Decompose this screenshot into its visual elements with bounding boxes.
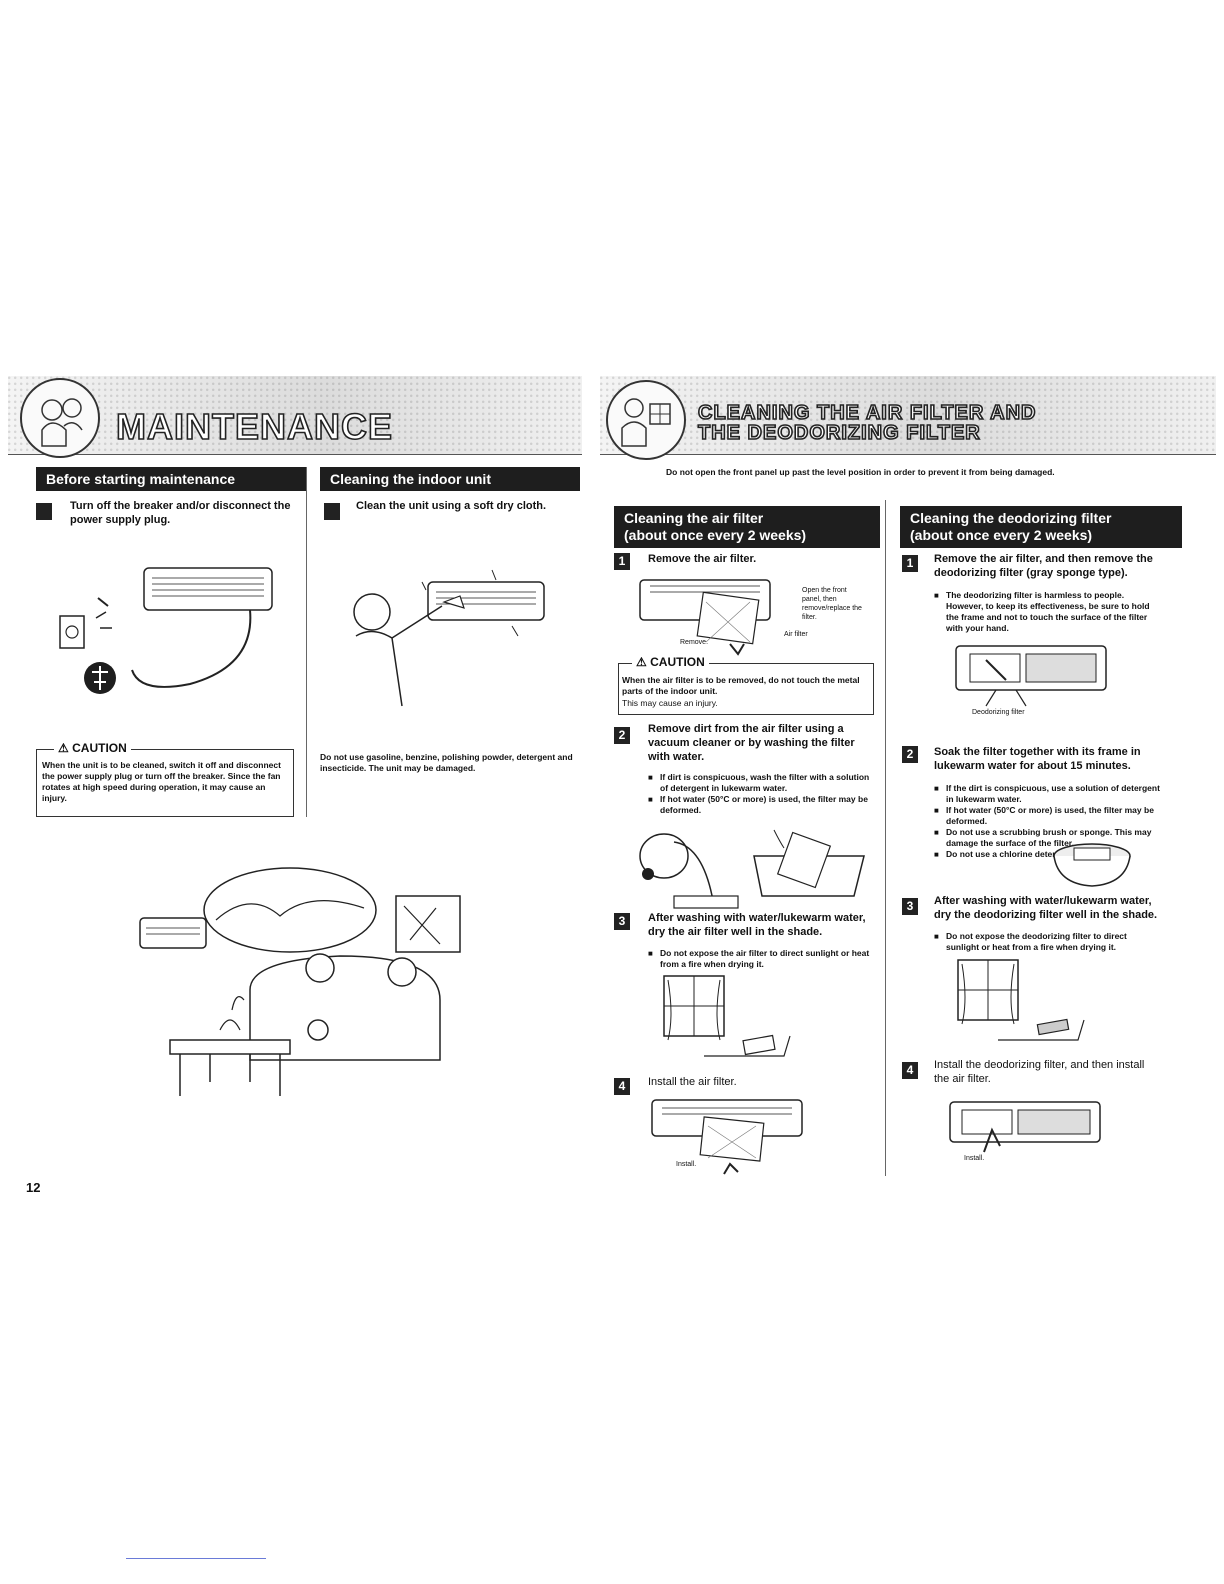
mascot-logo-icon: [20, 378, 100, 458]
deodorizing-step-1: Remove the air filter, and then remove t…: [934, 553, 1153, 579]
family-living-room-illustration: [139, 867, 461, 1096]
step-number: 2: [902, 746, 918, 763]
deodorizing-header-line1: Cleaning the deodorizing filter: [910, 510, 1112, 526]
indoor-unit-step: Clean the unit using a soft dry cloth.: [356, 500, 547, 512]
callout-remove: Remove.: [680, 639, 709, 646]
drying-in-shade-illustration: [663, 975, 791, 1057]
page-number: 12: [26, 1180, 41, 1195]
deodorizing-step-2: Soak the filter together with its frame …: [934, 746, 1141, 772]
air-filter-caution-text2: This may cause an injury.: [622, 698, 718, 708]
callout-install: Install.: [676, 1161, 697, 1168]
footer-rule: [126, 1558, 266, 1559]
cleaning-filter-title-line1: CLEANING THE AIR FILTER AND: [697, 401, 1037, 425]
step-marker: [36, 503, 52, 520]
step-number: 2: [614, 727, 630, 744]
indoor-unit-header: Cleaning the indoor unit: [320, 467, 580, 491]
bullet-item: Do not use a scrubbing brush or sponge. …: [934, 827, 1160, 849]
air-filter-step3-bullets: Do not expose the air filter to direct s…: [648, 948, 874, 970]
air-filter-header-line2: (about once every 2 weeks): [624, 527, 807, 543]
bullet-item: If dirt is conspicuous, wash the filter …: [648, 772, 874, 794]
indoor-unit-note: Do not use gasoline, benzine, polishing …: [320, 752, 573, 773]
warning-triangle-icon: ⚠: [636, 655, 647, 669]
air-filter-step-2: Remove dirt from the air filter using a …: [648, 723, 855, 763]
unplug-illustration: [59, 567, 273, 694]
caution-label-text: CAUTION: [72, 741, 127, 755]
drying-deodorizing-filter-illustration: [957, 959, 1085, 1041]
deodorizing-step2-bullets: If the dirt is conspicuous, use a soluti…: [934, 783, 1160, 860]
bullet-item: The deodorizing filter is harmless to pe…: [934, 590, 1160, 634]
step-number: 4: [614, 1078, 630, 1095]
deodorizing-step-3: After washing with water/lukewarm water,…: [934, 895, 1158, 921]
before-maintenance-header: Before starting maintenance: [36, 467, 306, 491]
air-filter-step2-bullets: If dirt is conspicuous, wash the filter …: [648, 772, 874, 816]
step-number: 4: [902, 1062, 918, 1079]
install-air-filter-illustration: [651, 1099, 803, 1175]
before-maintenance-caution-box: [36, 749, 294, 817]
divider: [885, 500, 886, 1176]
right-banner: [600, 376, 1216, 455]
mascot-filter-logo-icon: [606, 380, 686, 460]
air-filter-caution-text1: When the air filter is to be removed, do…: [622, 675, 860, 696]
bullet-item: If hot water (50°C or more) is used, the…: [648, 794, 874, 816]
callout-open-panel: Open the front panel, then remove/replac…: [802, 587, 862, 621]
vacuum-and-washing-illustration: [639, 829, 865, 909]
air-filter-header: Cleaning the air filter (about once ever…: [614, 506, 880, 548]
deodorizing-step1-bullets: The deodorizing filter is harmless to pe…: [934, 590, 1160, 634]
caution-label-text: CAUTION: [650, 655, 705, 669]
remove-deodorizing-filter-illustration: [955, 645, 1107, 707]
left-banner: [8, 376, 582, 455]
air-filter-step-1: Remove the air filter.: [648, 553, 757, 565]
caution-label: ⚠ CAUTION: [54, 741, 131, 755]
step-number: 3: [902, 898, 918, 915]
caution-label: ⚠ CAUTION: [632, 655, 709, 669]
callout-deodorizing-filter: Deodorizing filter: [972, 709, 1025, 716]
bullet-item: Do not expose the air filter to direct s…: [648, 948, 874, 970]
step-number: 1: [902, 555, 918, 572]
bullet-item: Do not expose the deodorizing filter to …: [934, 931, 1160, 953]
deodorizing-step3-bullets: Do not expose the deodorizing filter to …: [934, 931, 1160, 953]
step-number: 3: [614, 913, 630, 930]
deodorizing-header-line2: (about once every 2 weeks): [910, 527, 1093, 543]
install-deodorizing-filter-illustration: [949, 1101, 1101, 1153]
bullet-item: If the dirt is conspicuous, use a soluti…: [934, 783, 1160, 805]
front-panel-note: Do not open the front panel up past the …: [666, 467, 1055, 477]
air-filter-header-line1: Cleaning the air filter: [624, 510, 764, 526]
air-filter-caution-box: [618, 663, 874, 715]
air-filter-step-4: Install the air filter.: [648, 1076, 737, 1088]
cleaning-filter-title-line2: THE DEODORIZING FILTER: [697, 421, 981, 445]
remove-air-filter-illustration: [639, 579, 771, 656]
before-maintenance-step: Turn off the breaker and/or disconnect t…: [70, 500, 291, 526]
before-maintenance-caution-text: When the unit is to be cleaned, switch i…: [42, 760, 281, 803]
soaking-basin-illustration: [1053, 843, 1131, 887]
step-number: 1: [614, 553, 630, 570]
air-filter-step-3: After washing with water/lukewarm water,…: [648, 912, 866, 938]
callout-air-filter: Air filter: [784, 631, 808, 638]
bullet-item: If hot water (50°C or more) is used, the…: [934, 805, 1160, 827]
warning-triangle-icon: ⚠: [58, 741, 69, 755]
deodorizing-filter-header: Cleaning the deodorizing filter (about o…: [900, 506, 1182, 548]
wiping-unit-illustration: [353, 569, 545, 707]
maintenance-title: MAINTENANCE: [115, 405, 393, 448]
step-marker: [324, 503, 340, 520]
callout-install: Install.: [964, 1155, 985, 1162]
divider: [306, 467, 307, 817]
deodorizing-step-4: Install the deodorizing filter, and then…: [934, 1059, 1145, 1085]
bullet-item: Do not use a chlorine detergent.: [934, 849, 1160, 860]
